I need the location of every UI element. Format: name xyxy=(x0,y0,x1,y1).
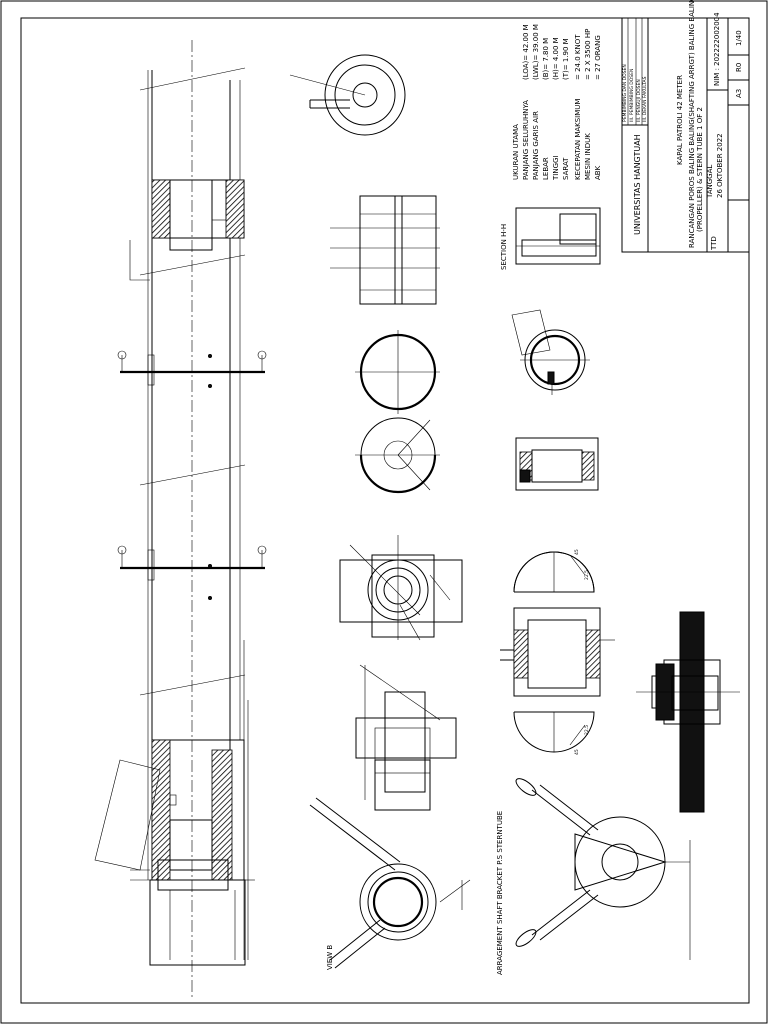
drawing-title-2: (PROPELLER) & STERN TUBE 1 OF 2 xyxy=(696,107,704,232)
project-name: KAPAL PATROLI 42 METER xyxy=(676,75,684,165)
title-block: PEMBIMBING DAN DOSEN III. PEMBIMBING DOS… xyxy=(621,0,750,253)
dim-value-6: = 2 X 3500 HP xyxy=(584,29,592,80)
half-flange-top: 45 22.5 xyxy=(513,549,595,593)
angle-22-top: 22.5 xyxy=(584,570,590,580)
section-circle-plain xyxy=(355,330,440,414)
main-dimensions-table: UKURAN UTAMA PANJANG SELURUHNYA PANJANG … xyxy=(512,24,602,181)
paper-size: A3 xyxy=(735,89,743,98)
bracket-plate-detail xyxy=(355,664,457,811)
supervisor-header: PEMBIMBING DAN DOSEN xyxy=(622,64,628,122)
flange-plate-detail xyxy=(339,535,463,641)
arrangement-view-b: VIEW B xyxy=(309,797,471,970)
dim-label-5: KECEPATAN MAKSIMUM xyxy=(574,99,582,180)
shaft-bracket-arrangement: ARRAGEMENT SHAFT BRACKET P.S STERNTUBE xyxy=(496,778,691,975)
dim-value-5: = 24.0 KNOT xyxy=(574,34,582,80)
dim-value-4: (T)= 1.90 M xyxy=(562,38,570,80)
date-value: 26 OKTOBER 2022 xyxy=(716,133,724,198)
dim-value-7: = 27 ORANG xyxy=(594,35,602,80)
half-flange-bottom: 22.5 45 xyxy=(513,711,595,755)
dim-label-0: PANJANG SELURUHNYA xyxy=(522,100,530,180)
dim-label-3: TINGGI xyxy=(552,156,560,182)
keyway-block xyxy=(330,195,440,305)
angle-45-top: 45 xyxy=(574,549,580,555)
flange-circle-top xyxy=(289,54,406,136)
supervisor-row-3: III. DEKAN FAKULTAS xyxy=(642,76,648,122)
dim-label-2: LEBAR xyxy=(542,157,550,180)
dim-label-7: ABK xyxy=(594,165,602,180)
gland-ring-view xyxy=(511,309,590,395)
sheet-number: 1/40 xyxy=(735,30,743,46)
ttd-label: TTD xyxy=(710,236,718,251)
dim-value-3: (H)= 4.00 M xyxy=(552,37,560,80)
supervisor-row-1: III. PEMBIMBING DOSEN xyxy=(629,69,635,122)
angle-45-bottom: 45 xyxy=(574,749,580,755)
dim-value-0: (LOA)= 42.00 M xyxy=(522,24,530,80)
revision: R0 xyxy=(735,63,743,72)
angle-22-bottom: 22.5 xyxy=(584,725,590,735)
stern-tube-coupling xyxy=(500,607,615,697)
bearing-housing-view xyxy=(515,437,599,491)
dim-label-4: SARAT xyxy=(562,157,570,180)
section-hh-label: SECTION H-H xyxy=(500,224,508,270)
dim-label-1: PANJANG GARIS AIR xyxy=(532,111,540,180)
university-name: UNIVERSITAS HANGTUAH xyxy=(633,134,642,235)
arrangement-label: ARRAGEMENT SHAFT BRACKET P.S STERNTUBE xyxy=(496,811,504,975)
dim-value-1: (LWL)= 39.00 M xyxy=(532,24,540,80)
supervisor-row-2: III. PENGUJI DOSEN xyxy=(636,79,642,122)
tanggal-label: TANGGAL xyxy=(706,165,714,199)
shaft-longitudinal-view xyxy=(94,40,267,1000)
main-dim-header: UKURAN UTAMA xyxy=(512,124,520,180)
section-hh-view: SECTION H-H xyxy=(500,207,601,270)
dim-value-2: (B)= 7.80 M xyxy=(542,38,550,80)
propeller-hub-section xyxy=(636,611,740,813)
nim-value: NIM : 202222002004 xyxy=(713,12,721,86)
dim-label-6: MESIN INDUK xyxy=(584,133,592,180)
view-b-label: VIEW B xyxy=(326,945,334,970)
inner-border xyxy=(20,17,750,1004)
section-circle-key xyxy=(355,417,440,494)
drawing-title-1: RANCANGAN POROS BALING BALING(SHAFTING A… xyxy=(688,0,696,248)
